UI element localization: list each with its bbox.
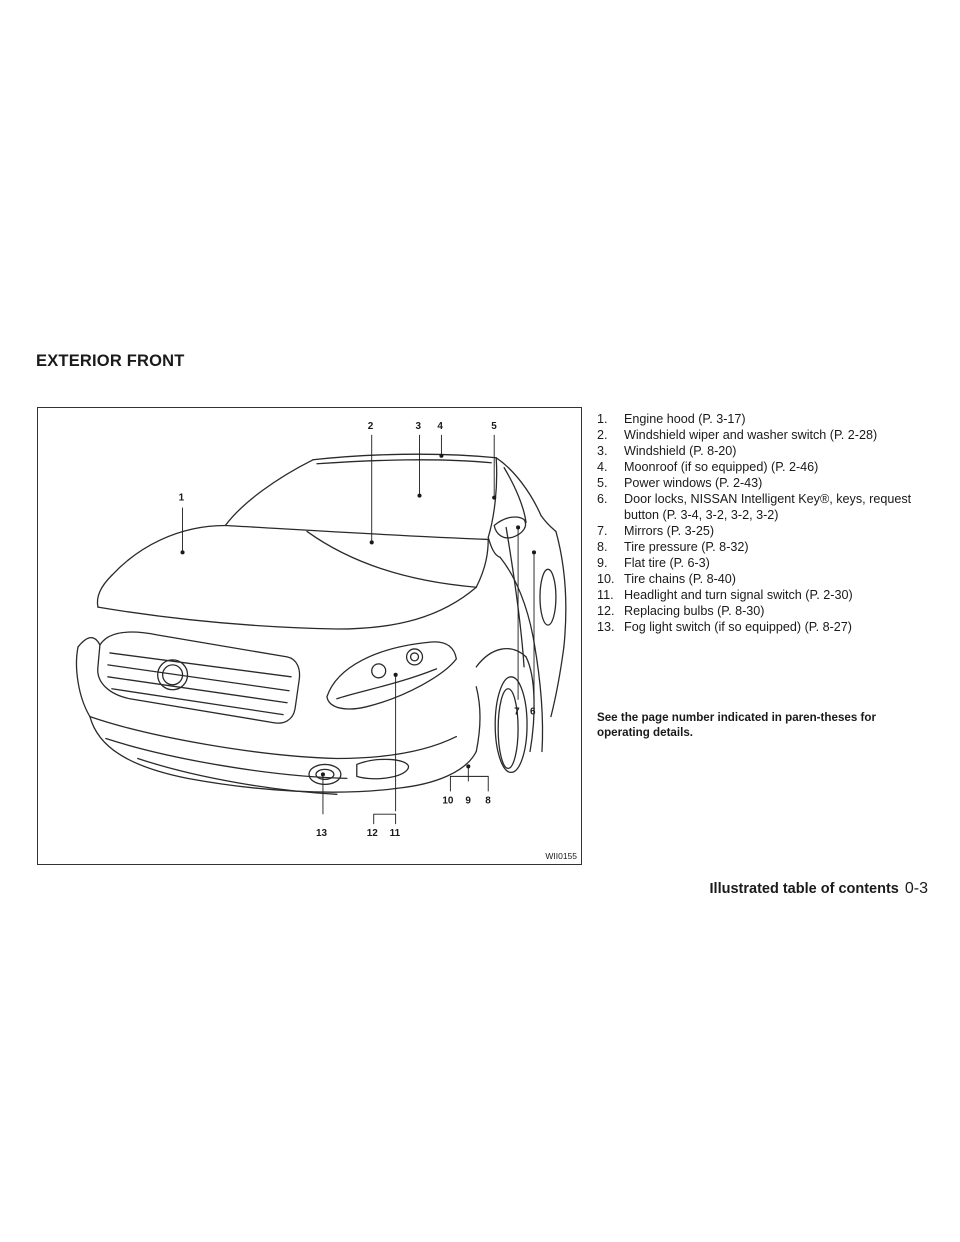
- car-exterior-front-illustration: 1 2 3 4 5 6 7 8 9 10 11 12 13 WII0155: [37, 407, 582, 865]
- callout-2: 2: [368, 421, 374, 432]
- legend-item: 6.Door locks, NISSAN Intelligent Key®, k…: [597, 492, 912, 522]
- callout-1: 1: [179, 493, 185, 504]
- legend-item: 2.Windshield wiper and washer switch (P.…: [597, 428, 878, 442]
- legend-item: 7.Mirrors (P. 3-25): [597, 524, 715, 538]
- legend-item: 13.Fog light switch (if so equipped) (P.…: [597, 620, 852, 634]
- operating-details-note: See the page number indicated in paren-t…: [597, 711, 876, 739]
- callout-legend-list: 1.Engine hood (P. 3-17) 2.Windshield wip…: [597, 411, 927, 635]
- legend-item: 10.Tire chains (P. 8-40): [597, 572, 736, 586]
- car-line-drawing: 1 2 3 4 5 6 7 8 9 10 11 12 13: [75, 421, 567, 839]
- callout-13: 13: [316, 828, 328, 839]
- callout-9: 9: [465, 795, 471, 806]
- legend-item: 11.Headlight and turn signal switch (P. …: [597, 588, 853, 602]
- callout-8: 8: [485, 795, 491, 806]
- legend-item: 8.Tire pressure (P. 8-32): [597, 540, 749, 554]
- figure-code: WII0155: [545, 851, 577, 861]
- section-title: EXTERIOR FRONT: [36, 352, 185, 370]
- callout-7: 7: [514, 707, 520, 718]
- callout-11: 11: [390, 828, 401, 839]
- chapter-title: Illustrated table of contents: [709, 881, 899, 897]
- callout-10: 10: [442, 795, 454, 806]
- legend-item: 5.Power windows (P. 2-43): [597, 476, 763, 490]
- page-number: 0-3: [904, 880, 928, 897]
- callout-12: 12: [367, 828, 379, 839]
- callout-3: 3: [416, 421, 422, 432]
- callout-6: 6: [530, 707, 536, 718]
- legend-item: 3.Windshield (P. 8-20): [597, 444, 737, 458]
- callout-4: 4: [437, 421, 443, 432]
- page-footer: Illustrated table of contents 0-3: [710, 880, 928, 898]
- legend-item: 9.Flat tire (P. 6-3): [597, 556, 710, 570]
- callout-5: 5: [491, 421, 497, 432]
- legend-item: 12.Replacing bulbs (P. 8-30): [597, 604, 765, 618]
- legend-item: 4.Moonroof (if so equipped) (P. 2-46): [597, 460, 819, 474]
- legend-item: 1.Engine hood (P. 3-17): [597, 412, 746, 426]
